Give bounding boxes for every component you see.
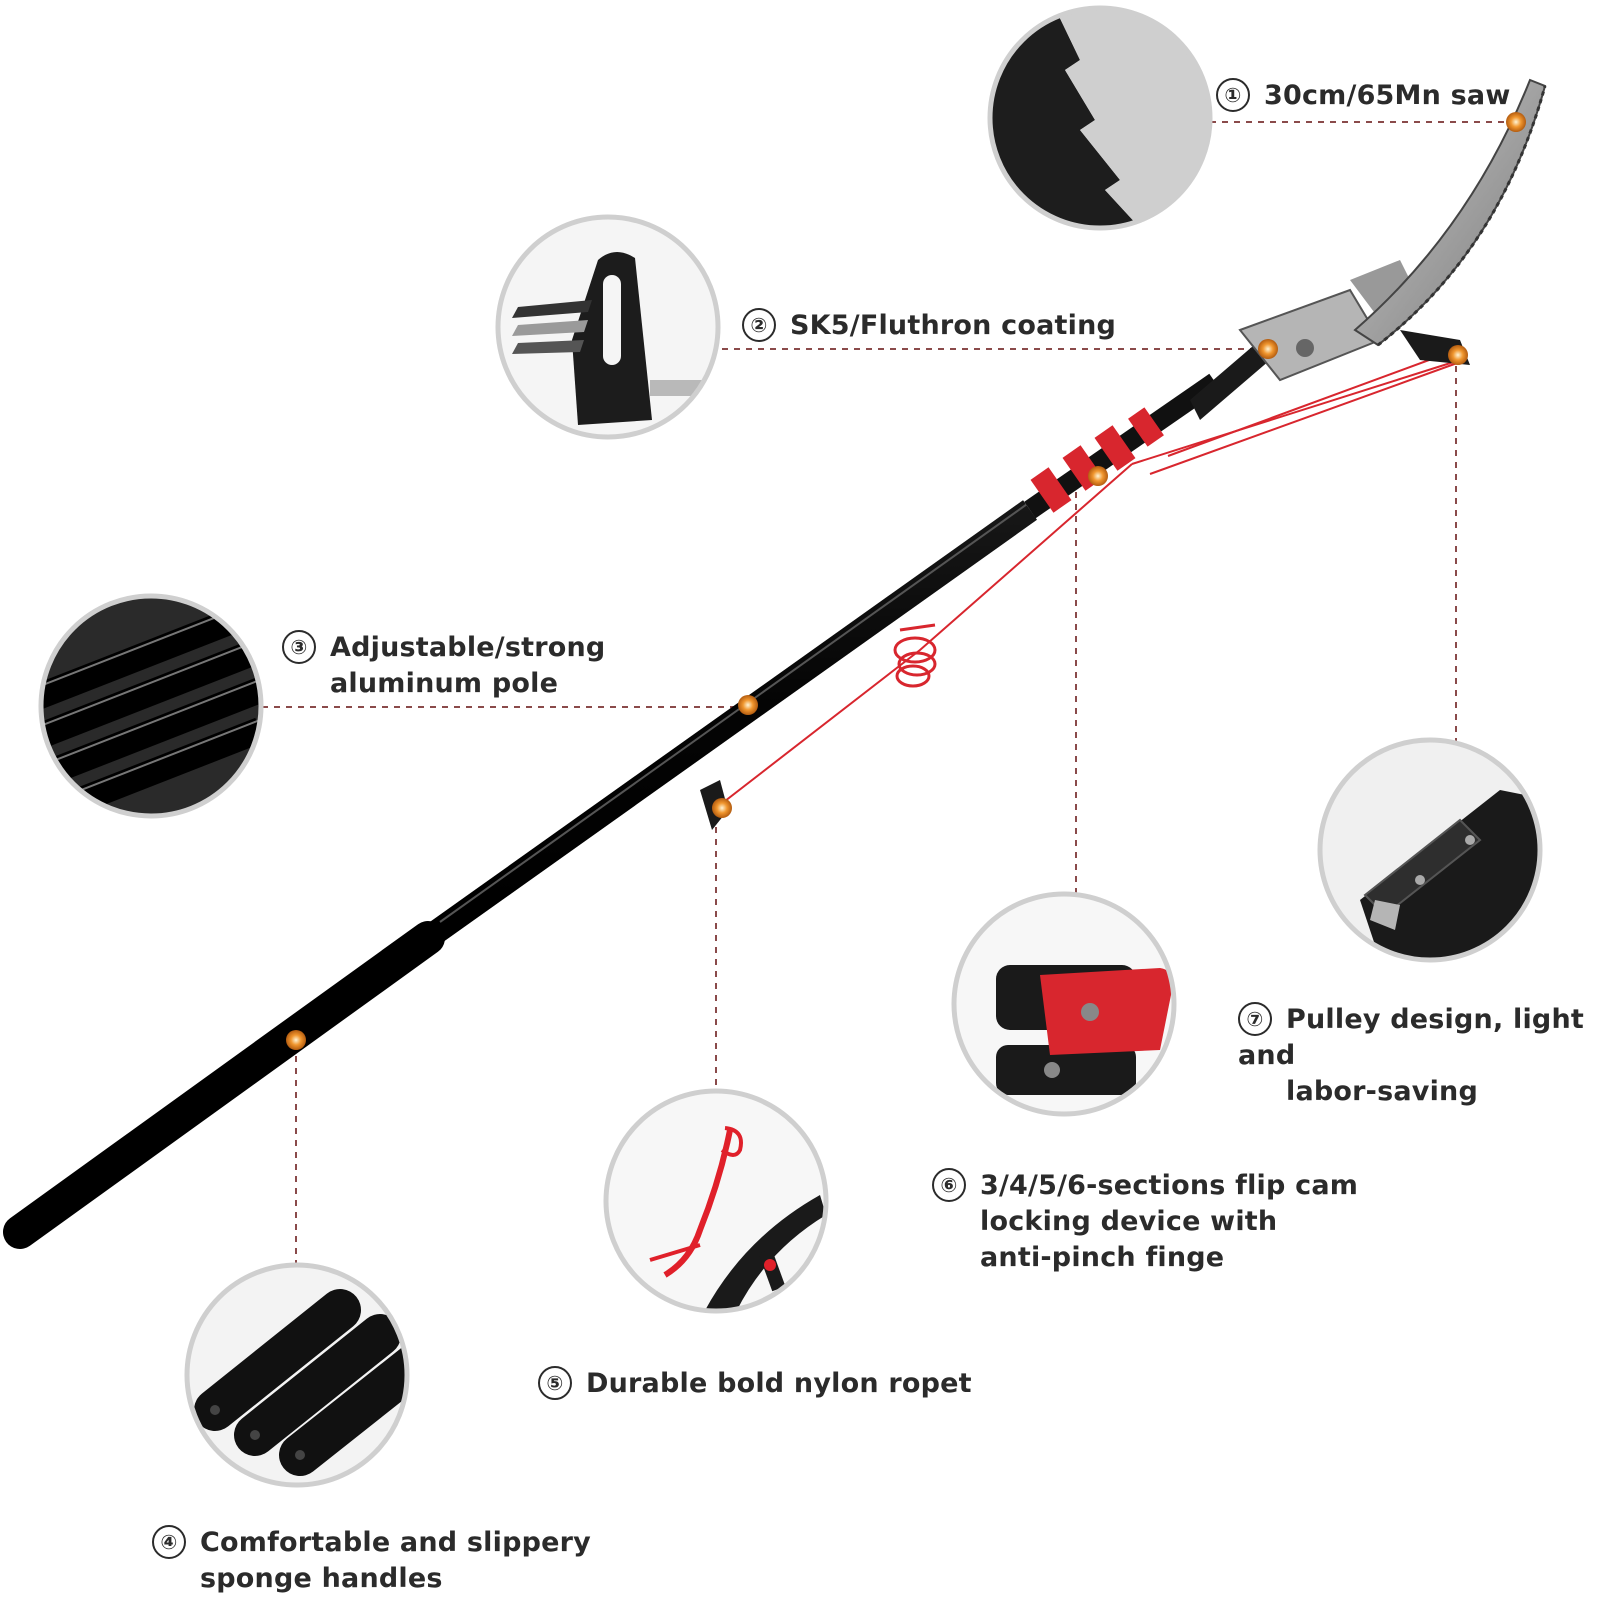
- feature-number: ③: [282, 630, 316, 664]
- feature-label-saw: ① 30cm/65Mn saw: [1216, 78, 1510, 114]
- saw-blade-closeup: [987, 5, 1213, 231]
- feature-text: Adjustable/strong: [330, 632, 606, 663]
- rope: [715, 355, 1461, 809]
- feature-number: ④: [152, 1525, 186, 1559]
- pole-sections-closeup: [38, 593, 264, 819]
- sponge-handles-closeup: [184, 1262, 410, 1488]
- feature-text: Pulley design, light and: [1238, 1004, 1584, 1071]
- feature-label-rope: ⑤ Durable bold nylon ropet: [538, 1366, 972, 1402]
- marker-dots: [286, 112, 1526, 1050]
- rope-coil: [893, 623, 937, 688]
- feature-label-handles: ④ Comfortable and slippery sponge handles: [152, 1525, 591, 1597]
- rope-handle-closeup: [603, 1088, 829, 1314]
- feature-text: anti-pinch finge: [980, 1242, 1225, 1273]
- feature-label-pole: ③ Adjustable/strong aluminum pole: [282, 630, 605, 702]
- feature-number: ②: [742, 308, 776, 342]
- feature-text: 30cm/65Mn saw: [1264, 80, 1511, 111]
- feature-label-coating: ② SK5/Fluthron coating: [742, 308, 1116, 344]
- feature-number: ⑥: [932, 1168, 966, 1202]
- flip-cam-locks: [1030, 407, 1164, 513]
- pruner-blade-closeup: [495, 214, 721, 440]
- feature-number: ⑤: [538, 1366, 572, 1400]
- feature-text: Comfortable and slippery: [200, 1527, 591, 1558]
- feature-text: SK5/Fluthron coating: [790, 310, 1117, 341]
- pulley-closeup: [1317, 737, 1543, 963]
- saw-blade: [1353, 78, 1547, 347]
- feature-number: ①: [1216, 78, 1250, 112]
- feature-label-lock: ⑥ 3/4/5/6-sections flip cam locking devic…: [932, 1168, 1358, 1276]
- feature-text: Durable bold nylon ropet: [586, 1368, 972, 1399]
- feature-text: labor-saving: [1286, 1076, 1478, 1107]
- feature-text: 3/4/5/6-sections flip cam: [980, 1170, 1359, 1201]
- feature-text: locking device with: [980, 1206, 1278, 1237]
- feature-text: aluminum pole: [330, 668, 559, 699]
- feature-text: sponge handles: [200, 1563, 443, 1594]
- feature-number: ⑦: [1238, 1002, 1272, 1036]
- leader-lines: [262, 121, 1512, 1275]
- flip-cam-lock-closeup: [951, 891, 1177, 1117]
